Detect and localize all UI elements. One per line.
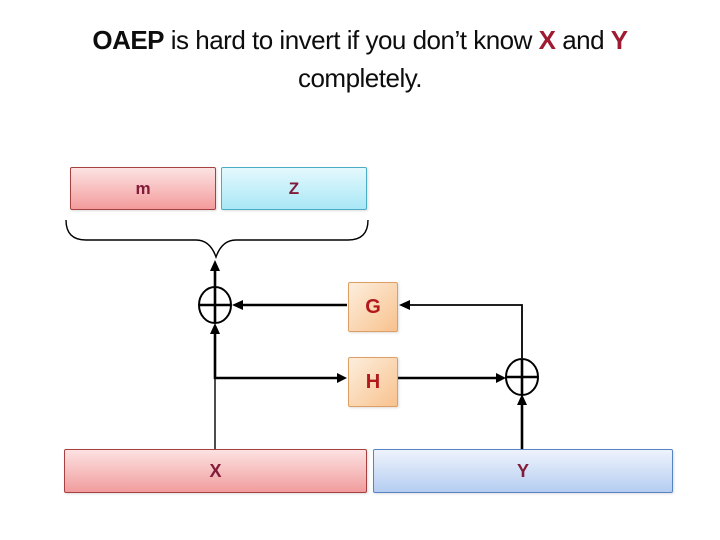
xor-operator-right-icon <box>505 358 539 396</box>
arrow-xorright-to-g <box>399 300 523 358</box>
box-z: Z <box>221 167 367 210</box>
box-x: X <box>64 449 367 493</box>
arrow-y-to-xorright <box>517 394 527 449</box>
title-line2: completely. <box>297 63 423 93</box>
title-text-mid2: and <box>555 25 611 55</box>
box-h-label: H <box>365 370 381 393</box>
title-word-oaep: OAEP <box>92 25 165 55</box>
box-y-label: Y <box>516 460 529 481</box>
box-m: m <box>70 167 216 210</box>
box-z-label: Z <box>288 178 300 198</box>
box-g-function: G <box>348 282 398 332</box>
arrow-g-to-xorleft <box>232 300 347 310</box>
slide-title: OAEP is hard to invert if you don’t know… <box>0 21 720 97</box>
arrow-h-to-xorright <box>398 373 506 383</box>
xor-operator-left-icon <box>198 286 232 324</box>
box-g-label: G <box>365 295 381 318</box>
box-h-function: H <box>348 357 398 407</box>
box-y: Y <box>373 449 673 493</box>
arrow-x-to-h <box>214 373 347 383</box>
title-word-y: Y <box>610 25 628 55</box>
title-word-x: X <box>538 25 556 55</box>
title-text-mid1: is hard to invert if you don’t know <box>164 25 539 55</box>
brace-bracket-icon <box>65 219 369 260</box>
arrow-xorleft-to-mz <box>210 260 220 288</box>
box-x-label: X <box>209 460 222 481</box>
arrow-x-to-xorleft <box>210 323 220 379</box>
box-m-label: m <box>135 178 151 198</box>
